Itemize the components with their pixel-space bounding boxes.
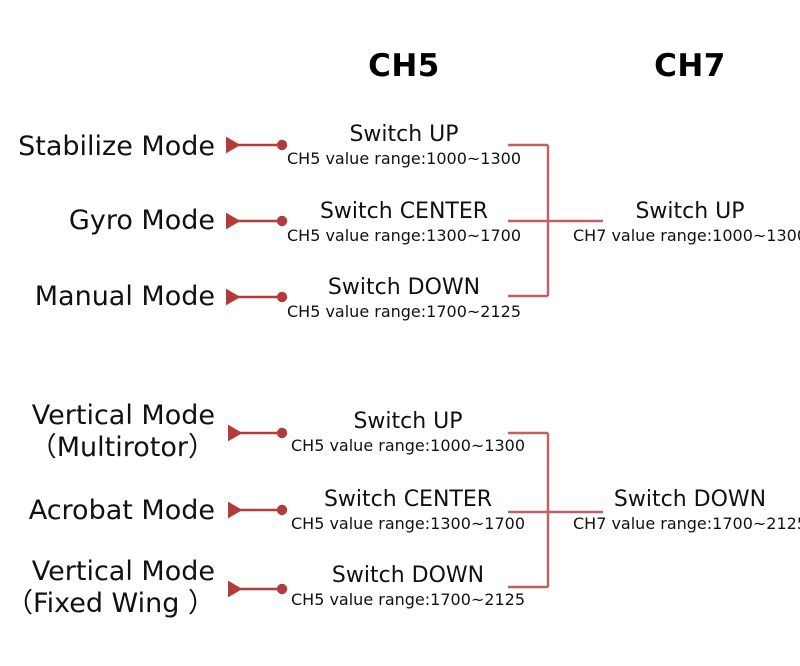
switch-range: CH5 value range:1300~1700 xyxy=(286,226,522,246)
switch-title: Switch DOWN xyxy=(327,274,481,300)
arrow-acrobat xyxy=(228,501,288,519)
switch-range: CH7 value range:1000~1300 xyxy=(572,226,800,246)
switch-range: CH5 value range:1700~2125 xyxy=(286,302,522,322)
ch5-switch-block-up-lower: Switch UP CH5 value range:1000~1300 xyxy=(291,409,525,455)
ch5-switch-block-down: Switch DOWN CH5 value range:1700~2125 xyxy=(287,275,521,321)
switch-title: Switch UP xyxy=(349,121,459,147)
mode-label-acrobat: Acrobat Mode xyxy=(29,495,215,527)
mode-label-manual: Manual Mode xyxy=(35,281,215,313)
ch5-switch-block-up: Switch UP CH5 value range:1000~1300 xyxy=(287,122,521,168)
arrow-vertical-multirotor xyxy=(228,424,288,442)
switch-range: CH5 value range:1000~1300 xyxy=(286,149,522,169)
switch-range: CH7 value range:1700~2125 xyxy=(572,514,800,534)
mode-label-vertical-multirotor: Vertical Mode （Multirotor） xyxy=(30,400,215,464)
switch-title: Switch UP xyxy=(635,198,745,224)
mode-label-line1: Stabilize Mode xyxy=(18,131,215,163)
column-header-ch7: CH7 xyxy=(654,48,726,84)
arrow-manual xyxy=(226,288,288,306)
ch5-switch-block-center: Switch CENTER CH5 value range:1300~1700 xyxy=(287,199,521,245)
arrow-stabilize xyxy=(226,136,288,154)
switch-range: CH5 value range:1300~1700 xyxy=(290,514,526,534)
mode-label-line1: Gyro Mode xyxy=(68,205,215,237)
mode-label-line1: Acrobat Mode xyxy=(28,495,215,527)
switch-title: Switch DOWN xyxy=(613,486,767,512)
switch-range: CH5 value range:1000~1300 xyxy=(290,436,526,456)
switch-title: Switch CENTER xyxy=(323,486,493,512)
mode-label-line1: Vertical Mode xyxy=(31,556,215,588)
ch5-switch-block-center-lower: Switch CENTER CH5 value range:1300~1700 xyxy=(291,487,525,533)
mode-label-stabilize: Stabilize Mode xyxy=(18,131,215,163)
mode-label-line2: （Multirotor） xyxy=(29,432,215,463)
mode-label-line1: Manual Mode xyxy=(34,281,215,313)
mode-label-line1: Vertical Mode xyxy=(31,400,215,432)
mode-label-gyro: Gyro Mode xyxy=(69,205,215,237)
mode-label-vertical-fixed-wing: Vertical Mode （Fixed Wing ） xyxy=(6,556,215,620)
switch-title: Switch CENTER xyxy=(319,198,489,224)
arrow-gyro xyxy=(226,212,288,230)
switch-title: Switch DOWN xyxy=(331,562,485,588)
arrow-vertical-fixed-wing xyxy=(228,580,288,598)
switch-range: CH5 value range:1700~2125 xyxy=(290,590,526,610)
ch7-switch-block-down: Switch DOWN CH7 value range:1700~2125 xyxy=(573,487,800,533)
ch5-switch-block-down-lower: Switch DOWN CH5 value range:1700~2125 xyxy=(291,563,525,609)
switch-title: Switch UP xyxy=(353,408,463,434)
mode-label-line2: （Fixed Wing ） xyxy=(6,588,215,619)
ch7-switch-block-up: Switch UP CH7 value range:1000~1300 xyxy=(573,199,800,245)
column-header-ch5: CH5 xyxy=(368,48,440,84)
